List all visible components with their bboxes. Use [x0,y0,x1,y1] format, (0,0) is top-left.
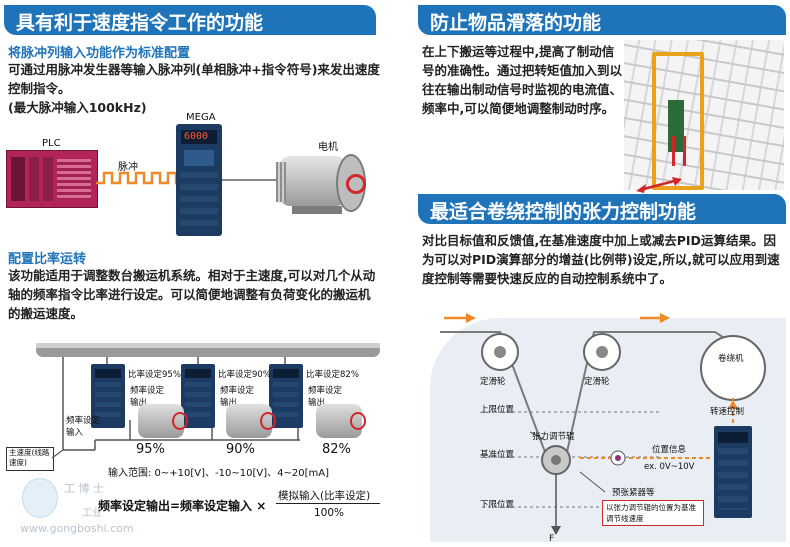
watermark-site: www.gongboshi.com [20,522,134,535]
formula-numerator: 模拟输入(比率设定) [278,490,371,502]
slide-paragraph: 在上下搬运等过程中,提高了制动信号的准确性。通过把转矩值加入到以往在输出制动信号… [422,44,623,116]
freq-input-label: 频率设定输入 [66,416,101,438]
main-speed-label: 主速度(线路速度) [9,448,50,467]
tension-paragraph: 对比目标值和反馈值,在基准速度中加上或减去PID运算结果。因为可以对PID演算部… [422,233,780,286]
ratio-percent-2: 90% [226,442,255,457]
ratio-setting-2: 比率设定90% [218,370,271,380]
drive-unit-1 [91,364,125,428]
voltage-label: ex. 0V~10V [644,462,695,472]
pulse-max-note: (最大脉冲输入100kHz) [8,100,147,115]
main-speed-box: 主速度(线路速度) [6,447,54,471]
base-position-label: 基准位置 [480,450,515,460]
watermark-brand: 工 博 士 [64,482,104,495]
drive-display: 6000 [184,131,209,142]
motor-image [276,148,368,216]
ratio-subtitle: 配置比率运转 [8,252,87,267]
upper-limit-label: 上限位置 [480,405,515,415]
winder-label: 卷绕机 [718,354,744,364]
ratio-paragraph: 该功能适用于调整数台搬运机系统。相对于主速度,可以对几个从动轴的频率指令比率进行… [8,268,376,321]
watermark-prefix: 工业 [82,508,102,519]
lower-limit-label: 下限位置 [480,500,515,510]
mega-label: MEGA [186,112,216,123]
motor-label: 电机 [318,142,338,153]
formula-fraction-bar [276,503,380,504]
adjustment-note-box: 以张力调节辊的位置为基准调节线速度 [602,500,704,526]
plc-unit [6,150,98,208]
ratio-percent-1: 95% [136,442,165,457]
input-range: 输入范围: 0~+10[V]、-10~10[V]、4~20[mA] [108,468,329,479]
section-header-speed: 具有利于速度指令工作的功能 [4,5,376,35]
tension-drive [714,426,752,518]
pulley-label-2: 定滑轮 [584,377,610,387]
section-header-tension: 最适合卷绕控制的张力控制功能 [418,194,786,224]
adjustment-note: 以张力调节辊的位置为基准调节线速度 [606,503,696,523]
pulse-label: 脉冲 [118,162,138,173]
ratio-percent-3: 82% [322,442,351,457]
ratio-setting-1: 比率设定95% [128,370,181,380]
ratio-setting-3: 比率设定82% [306,370,359,380]
watermark-logo [22,478,58,518]
speed-control-label: 转速控制 [710,407,745,417]
drive-unit-2 [181,364,215,428]
plc-label: PLC [42,138,61,149]
formula-left: 频率设定输出=频率设定输入 × [98,499,267,513]
shelf-illustration [624,40,784,190]
section-title: 具有利于速度指令工作的功能 [16,12,264,34]
position-info-label: 位置信息 [652,445,687,455]
freq-output-2: 频率设定输出 [220,386,255,408]
pulse-subtitle: 将脉冲列输入功能作为标准配置 [8,46,191,61]
pulse-paragraph: 可通过用脉冲发生器等输入脉冲列(单相脉冲+指令符号)来发出速度控制指令。 [8,62,380,96]
pulley-label-1: 定滑轮 [480,377,506,387]
mega-drive: 6000 [176,124,222,236]
section-title: 防止物品滑落的功能 [430,12,602,34]
preset-label: 预张紧器等 [612,488,655,498]
motor-small-3 [316,404,366,438]
freq-output-1: 频率设定输出 [130,386,165,408]
motor-small-1 [138,404,188,438]
motor-small-2 [226,404,276,438]
force-label: F [549,534,555,544]
freq-output-3: 频率设定输出 [308,386,343,408]
section-title: 最适合卷绕控制的张力控制功能 [430,201,697,223]
dancer-label: 张力调节辊 [532,432,575,442]
formula-denominator: 100% [314,507,345,519]
section-header-slide: 防止物品滑落的功能 [418,5,786,35]
